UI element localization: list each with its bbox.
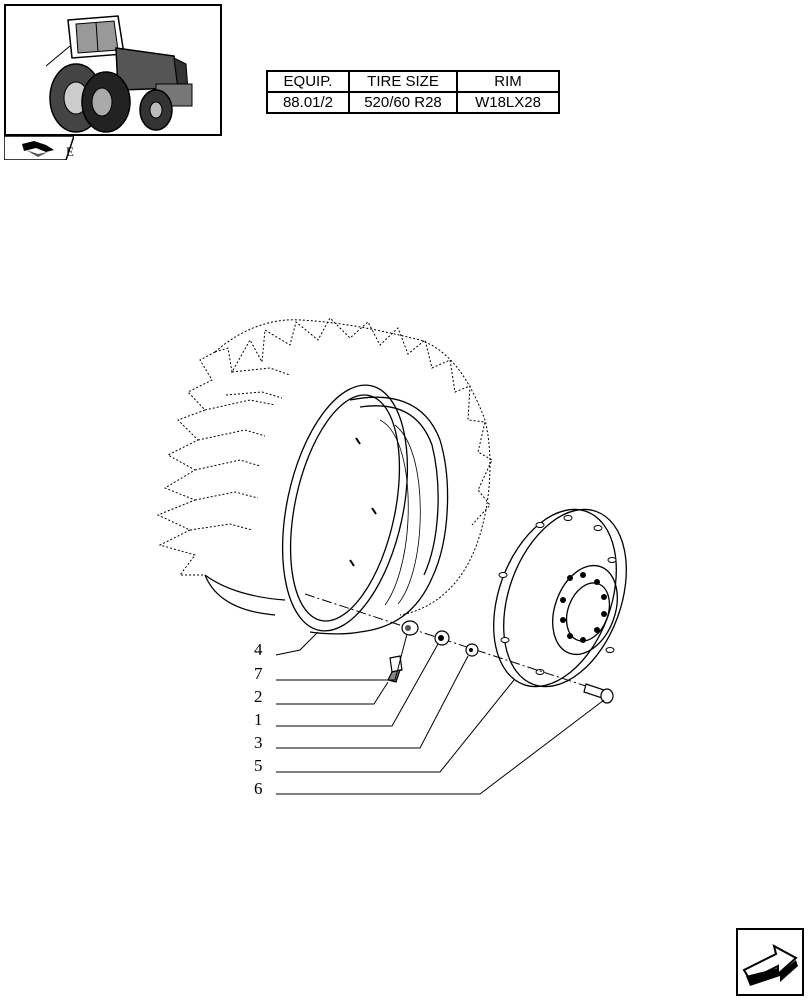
rim — [281, 384, 449, 635]
part-bolt-6 — [583, 683, 614, 704]
part-washer-4 — [401, 620, 419, 636]
callout-3: 3 — [254, 733, 263, 752]
cell-rim: W18LX28 — [456, 91, 560, 114]
cell-tire-size: 520/60 R28 — [348, 91, 458, 114]
callout-6: 6 — [254, 779, 263, 798]
header-rim: RIM — [456, 70, 560, 93]
tractor-icon — [45, 15, 193, 133]
section-tab: E — [3, 135, 76, 161]
tractor-thumbnail — [4, 4, 222, 136]
tab-label: E — [66, 144, 74, 159]
axis-line — [304, 593, 599, 691]
callout-4: 4 — [254, 640, 263, 659]
part-washer-3 — [465, 643, 479, 657]
tire-sidewall — [204, 574, 286, 616]
book-arrow-icon — [22, 141, 54, 157]
next-page-arrow-icon — [742, 944, 798, 986]
callout-2: 2 — [254, 687, 263, 706]
tire-outline — [156, 317, 493, 616]
spec-table: EQUIP. TIRE SIZE RIM 88.01/2 520/60 R28 … — [266, 70, 560, 114]
next-page-button[interactable] — [736, 928, 804, 996]
leader-lines — [275, 631, 605, 795]
cell-equip: 88.01/2 — [266, 91, 350, 114]
callout-7: 7 — [254, 664, 263, 683]
callout-5: 5 — [254, 756, 263, 775]
table-row: 88.01/2 520/60 R28 W18LX28 — [266, 91, 560, 114]
part-nut-1 — [434, 630, 450, 646]
wheel-disc — [493, 508, 627, 688]
callout-1: 1 — [254, 710, 263, 729]
header-tire-size: TIRE SIZE — [348, 70, 458, 93]
header-equip: EQUIP. — [266, 70, 350, 93]
